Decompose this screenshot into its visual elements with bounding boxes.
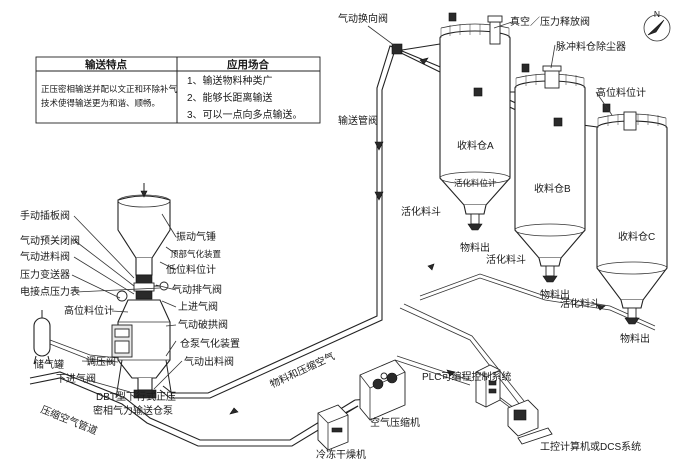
label-pressure-transmitter: 压力变送器	[20, 268, 70, 281]
label-pressure-regulating-valve: 调压阀	[86, 355, 116, 368]
label-pulse-dust-collector: 脉冲料仓除尘器	[556, 40, 626, 53]
table-header-features: 输送特点	[85, 58, 127, 71]
label-freeze-dryer: 冷冻干燥机	[316, 448, 366, 461]
control-pipelines	[394, 273, 656, 416]
table-header-applications: 应用场合	[227, 58, 269, 71]
label-air-compressor: 空气压缩机	[370, 416, 420, 429]
air-receiver-tank	[33, 310, 119, 365]
label-pneumatic-exhaust-valve: 气动排气阀	[172, 283, 222, 296]
label-level-gauge-silo-a: 活化料位计	[454, 178, 497, 188]
label-pneumatic-feed-valve: 气动进料阀	[20, 250, 70, 263]
label-pump-aeration-device: 仓泵气化装置	[180, 337, 240, 350]
label-pneumatic-diverter-valve: 气动换向阀	[338, 12, 388, 25]
silo-a	[439, 12, 511, 231]
label-lower-inlet-valve: 下进气阀	[56, 372, 96, 385]
feed-bin	[117, 183, 171, 276]
label-high-level-gauge-pump: 高位料位计	[64, 304, 114, 317]
air-compressor-unit	[359, 359, 406, 421]
label-discharge-b: 物料出	[540, 288, 570, 301]
label-silo-a: 收料仓A	[457, 139, 494, 152]
label-upper-inlet-valve: 上进气阀	[178, 300, 218, 313]
valve-stack	[116, 274, 169, 302]
silo-b	[514, 63, 586, 283]
label-pneumatic-pre-close-valve: 气动预关闭阀	[20, 234, 80, 247]
features-line-1: 正压密相输送并配以文正和环除补气	[41, 84, 178, 94]
label-activation-hopper-c: 活化料斗	[560, 297, 600, 310]
north-compass: N	[643, 9, 671, 42]
label-pump-model-line2: 密相气力输送仓泵	[93, 404, 173, 417]
freeze-dryer-unit	[317, 404, 349, 451]
label-material-and-compressed-air: 物料和压缩空气	[268, 349, 337, 390]
plc-cabinet	[475, 364, 501, 408]
ipc-workstation	[507, 399, 553, 445]
label-discharge-c: 物料出	[620, 332, 650, 345]
label-manual-gate-valve: 手动插板阀	[20, 209, 70, 222]
flow-arrows	[229, 57, 606, 415]
label-silo-b: 收料仓B	[534, 182, 571, 195]
label-vibrating-hammer: 振动气锤	[176, 230, 216, 243]
label-vacuum-pressure-relief-valve: 真空／压力释放阀	[510, 15, 590, 28]
silo-c	[596, 103, 668, 325]
label-ipc-dcs: 工控计算机或DCS系统	[540, 440, 641, 453]
features-line-2: 技术使得输送更为和谐、顺畅。	[41, 98, 160, 108]
label-pneumatic-arch-breaking-valve: 气动破拱阀	[178, 318, 228, 331]
label-pump-model-line1: DBT型下行式正压	[96, 390, 176, 403]
diverter-valves	[391, 43, 563, 127]
features-table: 输送特点 应用场合 正压密相输送并配以文正和环除补气 技术使得输送更为和谐、顺畅…	[35, 56, 321, 124]
label-low-level-gauge: 低位料位计	[166, 263, 216, 276]
label-compressed-air-pipe: 压缩空气管道	[39, 403, 100, 438]
control-cabinet	[111, 324, 133, 358]
application-line-1: 1、输送物料种类广	[187, 74, 273, 87]
label-silo-c: 收料仓C	[618, 230, 655, 243]
label-activation-hopper-a: 活化料斗	[401, 205, 441, 218]
application-line-2: 2、能够长距离输送	[187, 91, 273, 104]
label-top-aeration-device: 顶部气化装置	[170, 249, 222, 259]
label-pneumatic-discharge-valve: 气动出料阀	[184, 355, 234, 368]
label-plc-system: PLC可编程控制系统	[422, 370, 511, 383]
leader-lines	[71, 21, 613, 393]
label-air-receiver: 储气罐	[34, 358, 64, 371]
north-label: N	[654, 9, 660, 19]
label-conveying-pipe: 输送管阀	[338, 114, 378, 127]
label-discharge-a: 物料出	[460, 241, 490, 254]
application-line-3: 3、可以一点向多点输送。	[187, 108, 303, 121]
label-high-level-gauge-right: 高位料位计	[596, 86, 646, 99]
label-activation-hopper-b: 活化料斗	[486, 253, 526, 266]
label-contact-pressure-gauge: 电接点压力表	[20, 285, 80, 298]
